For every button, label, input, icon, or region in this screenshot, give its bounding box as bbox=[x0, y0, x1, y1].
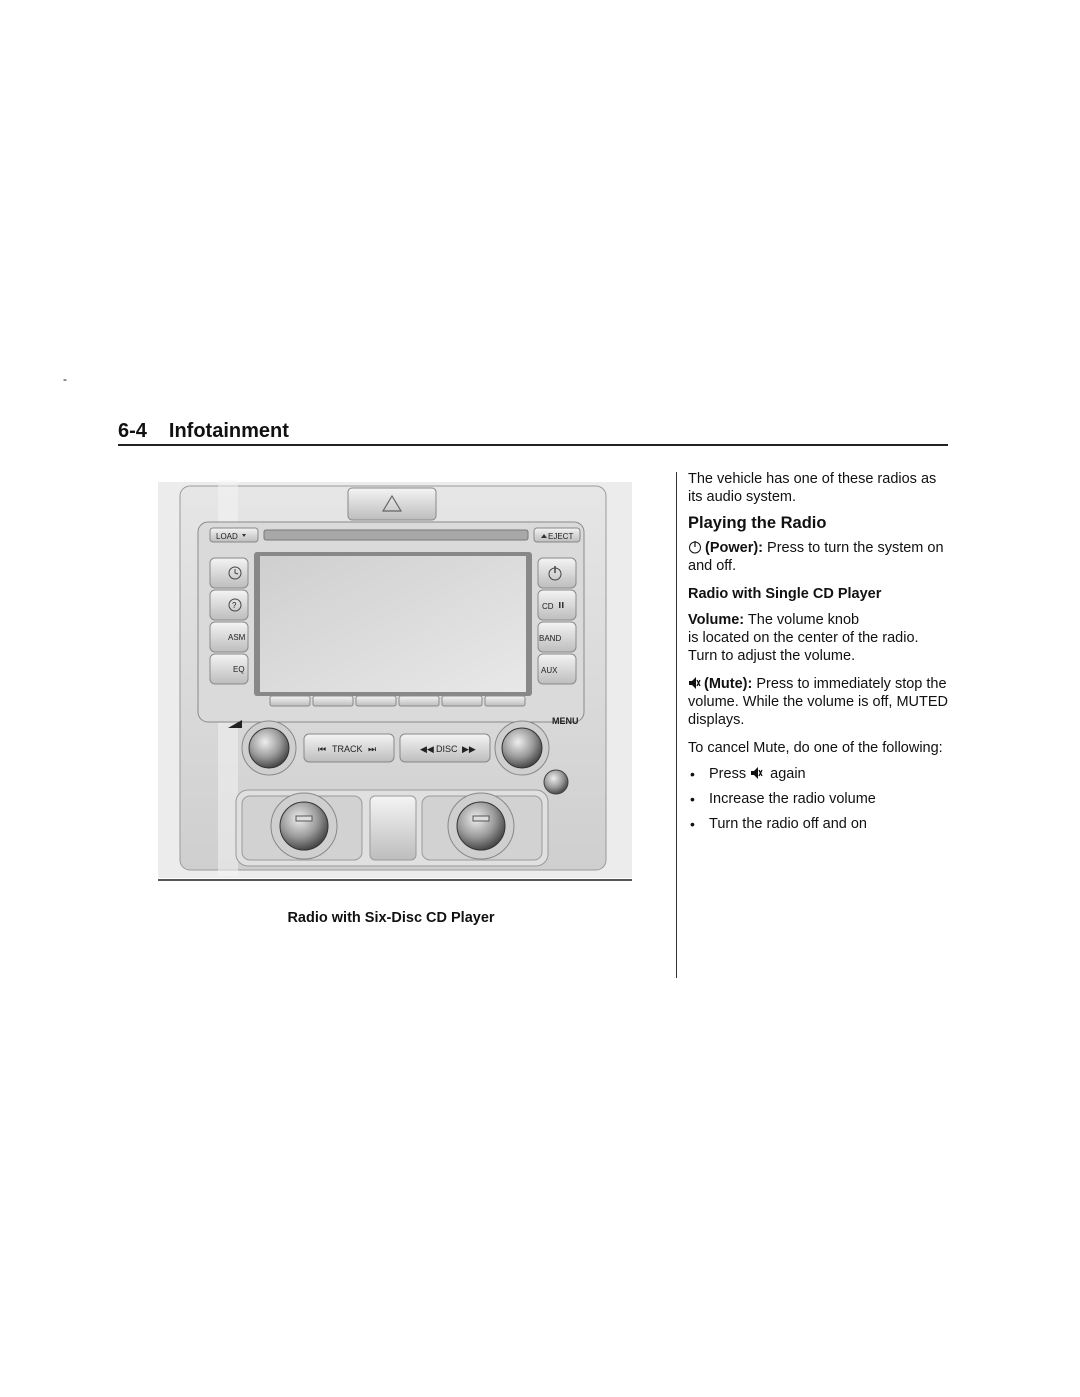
mute-icon bbox=[689, 677, 701, 689]
cancel-paragraph: To cancel Mute, do one of the following: bbox=[688, 740, 943, 756]
aux-label: AUX bbox=[541, 666, 558, 675]
section-title: Infotainment bbox=[168, 420, 289, 442]
track-label: TRACK bbox=[332, 744, 363, 754]
header-rule bbox=[118, 444, 948, 446]
eject-label: EJECT bbox=[548, 532, 573, 541]
figure-caption: Radio with Six-Disc CD Player bbox=[287, 910, 495, 926]
mute-icon bbox=[751, 767, 763, 779]
band-label: BAND bbox=[539, 634, 561, 643]
section-number: 6-4 bbox=[118, 420, 147, 442]
column-divider bbox=[676, 472, 677, 978]
help-icon bbox=[228, 598, 242, 612]
soft-keys[interactable] bbox=[269, 695, 526, 707]
list-item: Press again bbox=[688, 765, 950, 783]
text-column: The vehicle has one of these radios as i… bbox=[688, 470, 950, 840]
power-text: Press to turn the system on and off. bbox=[688, 540, 944, 574]
eject-icon bbox=[541, 534, 547, 538]
volume-paragraph-cont: is located on the center of the radio. T… bbox=[688, 630, 919, 664]
mute-text: Press to immediately stop the volume. Wh… bbox=[688, 676, 949, 728]
left-climate-knob[interactable] bbox=[279, 801, 329, 851]
hazard-button[interactable] bbox=[347, 487, 437, 521]
mute-label: (Mute): bbox=[704, 676, 753, 692]
volume-paragraph: Volume: The volume knob bbox=[688, 611, 950, 629]
svg-text:?: ? bbox=[232, 601, 237, 610]
section-heading: Playing the Radio bbox=[688, 514, 827, 532]
load-button[interactable] bbox=[209, 527, 259, 543]
disc-label: DISC bbox=[436, 744, 458, 754]
svg-text:▶▶: ▶▶ bbox=[462, 744, 476, 754]
asm-label: ASM bbox=[228, 633, 246, 642]
load-label: LOAD bbox=[216, 532, 238, 541]
volume-label: Volume: bbox=[688, 612, 745, 628]
power-paragraph: (Power): Press to turn the system on and… bbox=[688, 539, 950, 575]
power-label: (Power): bbox=[705, 540, 763, 556]
volume-knob[interactable] bbox=[248, 727, 290, 769]
svg-text:⏮: ⏮ bbox=[318, 744, 326, 754]
page-header: 6-4 Infotainment bbox=[118, 420, 289, 443]
power-icon bbox=[689, 541, 701, 554]
clock-icon bbox=[228, 566, 242, 580]
volume-text: The volume knob bbox=[744, 612, 860, 628]
pause-icon bbox=[559, 602, 561, 608]
menu-label: MENU bbox=[552, 716, 579, 726]
disc-button[interactable] bbox=[399, 733, 491, 763]
cd-label: CD bbox=[542, 602, 554, 611]
mute-paragraph: (Mute): Press to immediately stop the vo… bbox=[688, 675, 950, 729]
small-round-button[interactable] bbox=[543, 769, 569, 795]
svg-text:◀◀: ◀◀ bbox=[420, 744, 434, 754]
margin-mark: - bbox=[63, 372, 67, 386]
svg-text:⏭: ⏭ bbox=[368, 744, 376, 754]
intro-paragraph: The vehicle has one of these radios as i… bbox=[688, 471, 937, 505]
right-climate-knob[interactable] bbox=[456, 801, 506, 851]
eject-button[interactable] bbox=[533, 527, 581, 543]
radio-illustration: LOAD EJECT ? ASM EQ CD BAND AUX MENU bbox=[158, 480, 632, 881]
track-button[interactable] bbox=[303, 733, 395, 763]
subheading: Radio with Single CD Player bbox=[688, 586, 882, 602]
right-buttons[interactable] bbox=[537, 557, 577, 685]
volume-mark-icon bbox=[228, 720, 242, 728]
hazard-icon bbox=[381, 494, 403, 512]
eq-label: EQ bbox=[233, 665, 245, 674]
list-item: Turn the radio off and on bbox=[688, 815, 950, 833]
cancel-list: Press again Increase the radio volume Tu… bbox=[688, 765, 950, 833]
list-item: Increase the radio volume bbox=[688, 790, 950, 808]
menu-knob[interactable] bbox=[501, 727, 543, 769]
